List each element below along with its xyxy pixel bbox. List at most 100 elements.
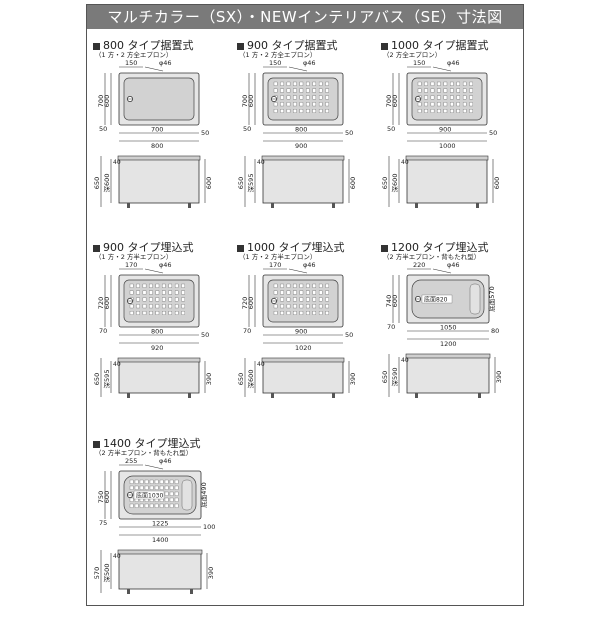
anti-slip-tile — [469, 109, 473, 113]
anti-slip-tile — [149, 304, 153, 309]
anti-slip-tile — [273, 109, 278, 113]
tub-side-view — [262, 360, 344, 394]
anti-slip-tile — [139, 485, 144, 490]
anti-slip-tile — [299, 88, 304, 93]
anti-slip-tile — [168, 297, 173, 302]
anti-slip-tile — [149, 290, 153, 295]
anti-slip-tile — [325, 304, 329, 309]
anti-slip-tile — [174, 304, 179, 309]
dim-drain-diameter: φ46 — [303, 261, 316, 269]
anti-slip-tile — [293, 311, 297, 315]
dim-width-outer: 1400 — [152, 536, 169, 544]
dim-depth: 深500 — [102, 564, 111, 583]
tub-leg — [127, 589, 130, 594]
anti-slip-tile — [142, 283, 147, 288]
dim-left-offset: 150 — [269, 59, 281, 67]
anti-slip-tile — [136, 290, 140, 295]
anti-slip-tile — [450, 109, 454, 113]
anti-slip-tile — [306, 88, 310, 93]
dim-right-offset: 50 — [489, 129, 497, 137]
dim-drain-diameter: φ46 — [159, 261, 172, 269]
anti-slip-tile — [181, 304, 185, 309]
anti-slip-tile — [168, 304, 173, 309]
anti-slip-tile — [299, 102, 304, 107]
unit-apron-note: （1 方・2 方半エプロン） — [95, 253, 173, 261]
anti-slip-tile — [318, 95, 323, 100]
dim-height-inner: 600 — [103, 491, 111, 503]
dim-rim-thickness: 40 — [113, 361, 121, 368]
anti-slip-tile — [144, 503, 149, 508]
anti-slip-tile — [181, 290, 185, 295]
anti-slip-tile — [299, 81, 304, 86]
dim-height-inner: 600 — [247, 95, 255, 107]
dim-depth: 深600 — [390, 174, 399, 193]
dim-height-outer: 700 — [385, 95, 393, 107]
anti-slip-tile — [144, 479, 149, 484]
anti-slip-tile — [443, 109, 448, 113]
anti-slip-tile — [424, 88, 428, 93]
dim-height-inner: 600 — [247, 297, 255, 309]
dim-width-inner: 900 — [295, 328, 307, 336]
anti-slip-tile — [159, 485, 164, 490]
anti-slip-tile — [149, 503, 154, 508]
dim-apron-height: 390 — [495, 371, 503, 383]
dim-apron-height: 390 — [207, 567, 215, 579]
dim-width-inner: 900 — [439, 126, 451, 134]
anti-slip-tile — [174, 503, 179, 508]
dim-drain-diameter: φ46 — [447, 59, 460, 67]
dim-total-height: 650 — [93, 177, 101, 189]
anti-slip-tile — [174, 311, 179, 315]
dim-right-offset: 50 — [345, 129, 353, 137]
anti-slip-tile — [286, 297, 291, 302]
floor-label-box — [133, 490, 165, 500]
tub-leg — [127, 203, 130, 208]
anti-slip-tile — [280, 109, 284, 113]
anti-slip-tile — [318, 290, 323, 295]
dim-rim-offset: 50 — [387, 125, 395, 133]
dim-rim-offset: 50 — [99, 125, 107, 133]
dimension-sheet: マルチカラー（SX）・NEWインテリアバス（SE）寸法図 800 タイプ据置式（… — [86, 4, 524, 606]
anti-slip-tile — [174, 491, 179, 496]
tub-rim-edge — [405, 155, 489, 161]
anti-slip-tile — [286, 81, 291, 86]
anti-slip-tile — [325, 88, 329, 93]
bullet-square-icon — [381, 244, 388, 252]
dim-rim-offset: 70 — [243, 327, 251, 335]
anti-slip-tile — [149, 479, 154, 484]
anti-slip-tile — [286, 102, 291, 107]
anti-slip-tile — [273, 81, 278, 86]
dimension-line — [288, 268, 308, 274]
anti-slip-tile — [462, 102, 467, 107]
anti-slip-tile — [280, 102, 284, 107]
anti-slip-tile — [286, 311, 291, 315]
anti-slip-tile — [306, 304, 310, 309]
anti-slip-tile — [299, 311, 304, 315]
tub-side-view — [118, 158, 200, 204]
anti-slip-tile — [136, 297, 140, 302]
anti-slip-tile — [181, 297, 185, 302]
anti-slip-tile — [306, 102, 310, 107]
anti-slip-tile — [149, 297, 153, 302]
anti-slip-tile — [280, 283, 284, 288]
anti-slip-tile — [456, 88, 461, 93]
anti-slip-tile — [129, 503, 134, 508]
anti-slip-tile — [456, 102, 461, 107]
anti-slip-tile — [450, 95, 454, 100]
anti-slip-tile — [164, 479, 169, 484]
unit-heading-text: 1200 タイプ埋込式 — [391, 241, 489, 254]
dimension-line — [144, 464, 164, 470]
anti-slip-tile — [306, 81, 310, 86]
anti-slip-tile — [318, 304, 323, 309]
dim-left-offset: 150 — [413, 59, 425, 67]
dim-total-height: 650 — [381, 177, 389, 189]
dim-depth: 深595 — [246, 174, 255, 193]
anti-slip-tile — [430, 102, 435, 107]
anti-slip-tile — [155, 297, 160, 302]
anti-slip-tile — [155, 304, 160, 309]
dim-rim-offset: 70 — [99, 327, 107, 335]
anti-slip-tile — [129, 290, 134, 295]
